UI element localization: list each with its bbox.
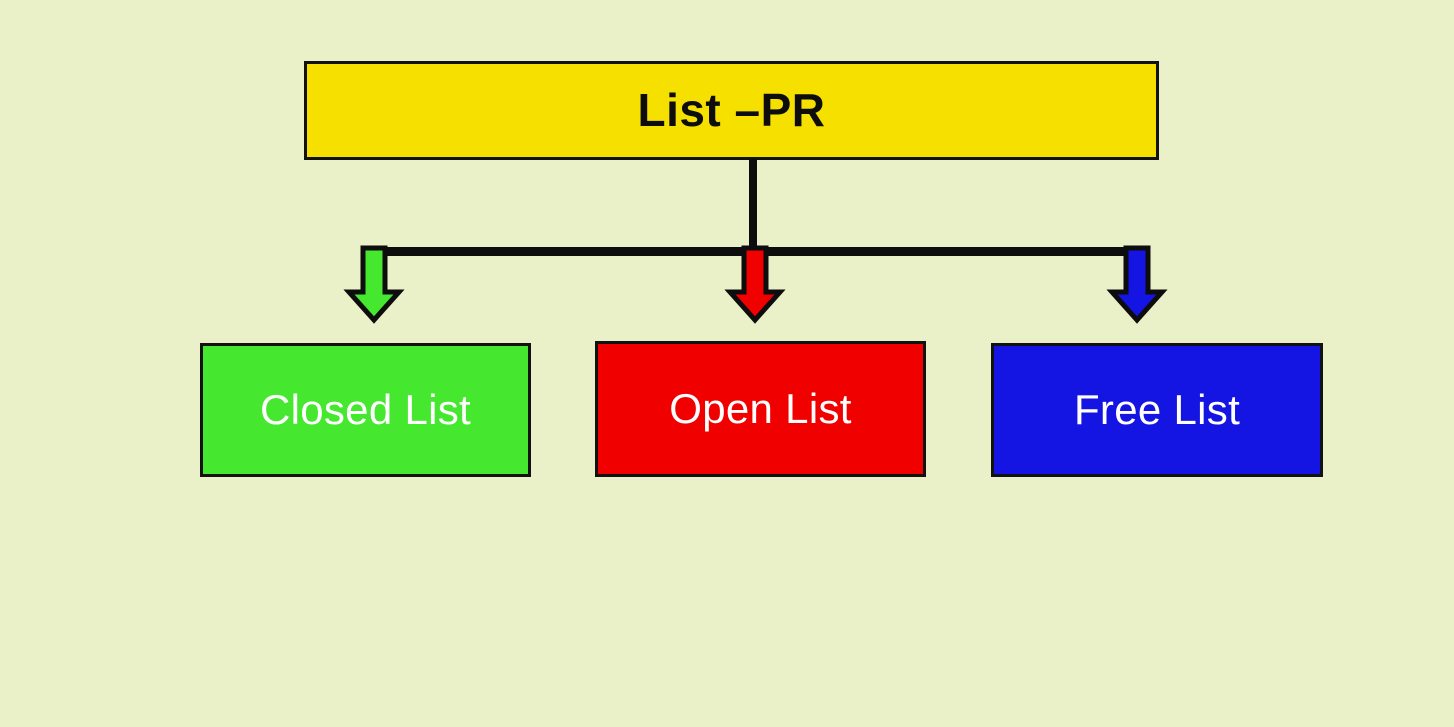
leaf-node-closed-list: Closed List (200, 343, 531, 477)
leaf-node-label-free-list: Free List (1073, 385, 1241, 433)
leaf-node-free-list: Free List (991, 343, 1323, 477)
down-arrow-closed-list-icon (343, 245, 405, 324)
down-arrow-open-list-icon (724, 245, 786, 324)
root-node-list-pr: List –PR (304, 61, 1159, 160)
root-node-label: List –PR (637, 84, 826, 137)
leaf-node-label-closed-list: Closed List (259, 385, 472, 433)
leaf-node-open-list: Open List (595, 341, 926, 477)
leaf-node-label-open-list: Open List (669, 384, 852, 432)
down-arrow-free-list-icon (1106, 245, 1168, 324)
connector-vertical-stem (749, 159, 757, 253)
